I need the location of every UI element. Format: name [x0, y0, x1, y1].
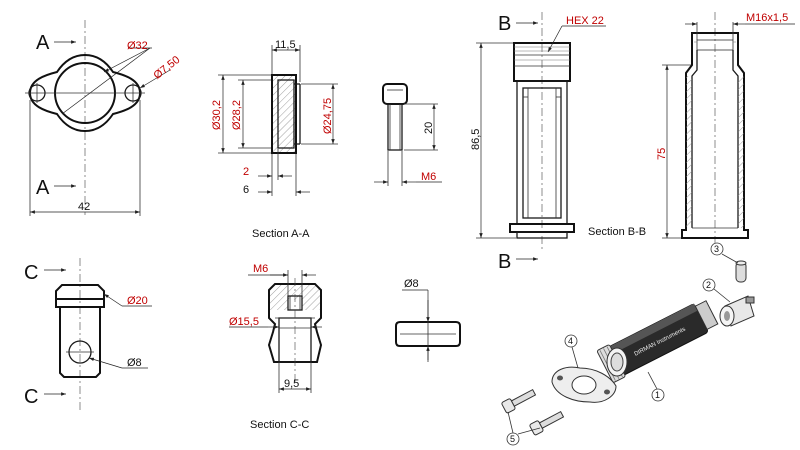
svg-text:5: 5 — [510, 434, 515, 444]
flange-part — [551, 366, 617, 403]
screw-thread-dim: M6 — [421, 171, 436, 183]
screw-view: 20 M6 — [374, 83, 442, 186]
balloon-1: 1 — [647, 371, 665, 402]
sec-cc-thread-dim: M6 — [253, 263, 268, 275]
flange-width-dim: 42 — [78, 201, 90, 213]
section-bb-caption: Section B-B — [588, 226, 646, 238]
svg-text:1: 1 — [655, 390, 660, 400]
exploded-assembly: DIRMAN Instruments — [501, 242, 755, 446]
sec-aa-inner-dim: Ø28,2 — [231, 100, 243, 130]
section-a-a: 11,5 Ø30,2 Ø28,2 Ø24,75 2 6 Section A-A — [211, 39, 338, 240]
section-letter-c-top: C — [24, 262, 38, 284]
sec-aa-lip-dim: Ø24,75 — [322, 98, 334, 134]
flange-bore-dim: Ø32 — [127, 40, 148, 52]
balloon-4: 4 — [564, 334, 579, 369]
balloon-3: 3 — [710, 242, 739, 264]
housing-length-dim: 75 — [656, 148, 668, 160]
balloon-5: 5 — [506, 411, 541, 446]
screw-part-b — [529, 410, 565, 436]
flange-hole-dim: Ø7,50 — [151, 54, 182, 82]
section-c-c: M6 Ø15,5 9,5 Section C-C — [229, 263, 323, 431]
svg-text:4: 4 — [568, 336, 573, 346]
sec-cc-width-dim: 9,5 — [284, 378, 299, 390]
plug-outer-dim: Ø20 — [127, 295, 148, 307]
section-letter-b-top: B — [498, 13, 511, 35]
plug-view: C C Ø20 Ø8 — [24, 258, 152, 410]
section-letter-b-bottom: B — [498, 251, 511, 273]
housing-thread-dim: M16x1,5 — [746, 12, 788, 24]
section-b-b: B B HEX 22 86,5 Section B-B — [470, 12, 646, 273]
svg-text:2: 2 — [706, 280, 711, 290]
section-letter-a-bottom: A — [36, 177, 50, 199]
section-letter-c-bottom: C — [24, 386, 38, 408]
pin-view: Ø8 — [395, 278, 461, 362]
balloon-2: 2 — [702, 278, 731, 303]
flange-view: A A Ø32 Ø7,50 42 — [25, 20, 182, 216]
sec-bb-length-dim: 86,5 — [470, 129, 482, 150]
section-aa-caption: Section A-A — [252, 228, 310, 240]
plug-hole-dim: Ø8 — [127, 357, 142, 369]
pin-diameter-dim: Ø8 — [404, 278, 419, 290]
hex-size-dim: HEX 22 — [566, 15, 604, 27]
screw-part-a — [501, 388, 537, 414]
sec-cc-diameter-dim: Ø15,5 — [229, 316, 259, 328]
end-cap-part — [719, 295, 755, 327]
sec-aa-lip-width-dim: 6 — [243, 184, 249, 196]
svg-text:3: 3 — [714, 244, 719, 254]
section-letter-a-top: A — [36, 32, 50, 54]
sec-aa-outer-dim: Ø30,2 — [211, 100, 223, 130]
sec-aa-length-dim: 11,5 — [275, 39, 296, 51]
screw-length-dim: 20 — [423, 122, 435, 134]
pin-part — [735, 260, 747, 283]
housing-section: M16x1,5 75 — [656, 12, 795, 250]
sec-aa-wall-dim: 2 — [243, 166, 249, 178]
section-cc-caption: Section C-C — [250, 419, 309, 431]
